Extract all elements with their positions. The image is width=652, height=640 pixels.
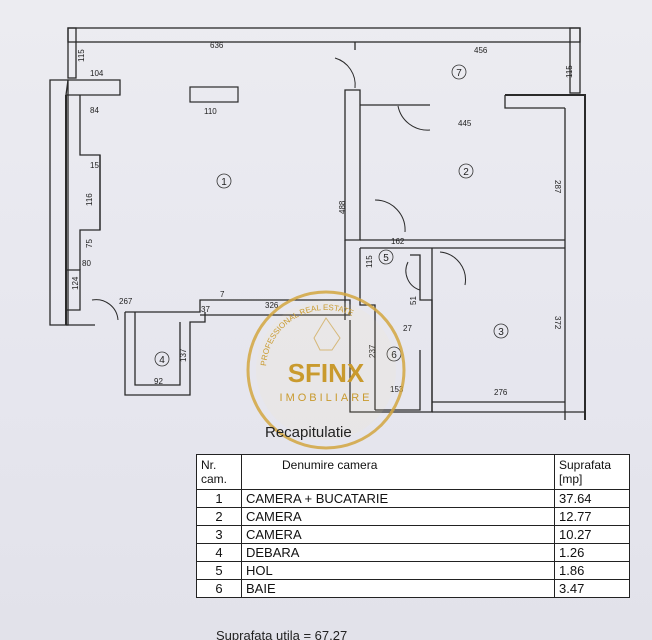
dim-label: 75 (85, 239, 94, 248)
header-nr: Nr. cam. (196, 454, 242, 490)
sphinx-icon (313, 317, 341, 351)
table-row: 4 DEBARA 1.26 (196, 543, 630, 562)
dim-label: 84 (90, 106, 99, 115)
balcony-right-post (569, 27, 581, 94)
table-row: 1 CAMERA + BUCATARIE 37.64 (196, 489, 630, 508)
logo-name: SFINX (288, 358, 365, 388)
dim-label: 115 (365, 255, 374, 268)
cell-area: 3.47 (554, 579, 630, 598)
dim-label: 104 (90, 69, 104, 78)
door-arc-room-3 (439, 251, 466, 286)
cell-nr: 2 (196, 507, 242, 526)
wall-top-left (65, 79, 121, 96)
dim-label: 27 (403, 324, 412, 333)
balcony-railing (67, 27, 581, 43)
dim-label: 372 (553, 316, 562, 330)
door-arc-balcony (334, 57, 356, 89)
table-row: 3 CAMERA 10.27 (196, 525, 630, 544)
dim-label: 116 (85, 193, 94, 206)
table-row: 5 HOL 1.86 (196, 561, 630, 580)
dim-label: 276 (494, 388, 508, 397)
room-number-1: 1 (221, 177, 227, 188)
cell-name: CAMERA (241, 507, 555, 526)
logo-subtitle: IMOBILIARE (280, 392, 373, 404)
dim-label: 7 (220, 290, 225, 299)
cell-name: CAMERA (241, 525, 555, 544)
dim-label: 80 (82, 259, 91, 268)
logo-ring (246, 290, 406, 450)
recap-table: Nr. cam. Denumire camera Suprafata [mp] … (196, 454, 630, 598)
dim-label: 51 (409, 296, 418, 305)
header-name: Denumire camera (241, 454, 555, 490)
wall-center (344, 89, 361, 241)
room-number-2: 2 (463, 167, 469, 178)
dim-label: 110 (204, 107, 217, 116)
dim-label: 237 (368, 344, 377, 358)
room-number-6: 6 (391, 350, 397, 361)
dim-label: 488 (338, 200, 347, 214)
room-number-5: 5 (383, 253, 389, 264)
room-number-3: 3 (498, 327, 504, 338)
table-header-row: Nr. cam. Denumire camera Suprafata [mp] (196, 454, 630, 490)
dim-label: 287 (553, 180, 562, 194)
dim-label: 15 (90, 161, 99, 170)
cell-nr: 4 (196, 543, 242, 562)
dim-label: 137 (179, 348, 188, 362)
dim-label: 115 (565, 65, 574, 78)
total-area-footer: Suprafata utila = 67.27 (216, 628, 348, 640)
cell-name: CAMERA + BUCATARIE (241, 489, 555, 508)
dim-label: 153 (390, 385, 404, 394)
cell-area: 37.64 (554, 489, 630, 508)
dim-label: 636 (210, 41, 224, 50)
table-row: 2 CAMERA 12.77 (196, 507, 630, 526)
table-row: 6 BAIE 3.47 (196, 579, 630, 598)
room-number-4: 4 (159, 355, 165, 366)
cell-name: DEBARA (241, 543, 555, 562)
header-area: Suprafata [mp] (554, 454, 630, 490)
cell-nr: 6 (196, 579, 242, 598)
dim-label: 445 (458, 119, 472, 128)
cell-nr: 3 (196, 525, 242, 544)
dim-label: 162 (391, 237, 405, 246)
door-arc-room-5 (374, 199, 406, 233)
door-arc-room-6 (405, 261, 421, 291)
sfinx-logo-watermark: PROFESSIONAL REAL ESTATE SFINX IMOBILIAR… (246, 290, 406, 450)
cell-area: 1.26 (554, 543, 630, 562)
cell-area: 12.77 (554, 507, 630, 526)
cell-area: 10.27 (554, 525, 630, 544)
recap-title: Recapitulatie (265, 424, 352, 441)
dim-label: 37 (201, 305, 210, 314)
cell-name: HOL (241, 561, 555, 580)
cell-area: 1.86 (554, 561, 630, 580)
dim-label: 267 (119, 297, 133, 306)
dim-label: 92 (154, 377, 163, 386)
door-arc-room-2 (397, 105, 431, 131)
dim-label: 124 (71, 276, 80, 290)
balcony-left-post (67, 27, 77, 79)
dim-label: 456 (474, 46, 488, 55)
kitchen-counter (189, 86, 239, 103)
cell-name: BAIE (241, 579, 555, 598)
cell-nr: 5 (196, 561, 242, 580)
room-number-7: 7 (456, 68, 462, 79)
cell-nr: 1 (196, 489, 242, 508)
dim-label: 326 (265, 301, 279, 310)
door-arc-room-1 (91, 299, 119, 321)
dim-label: 115 (77, 49, 86, 62)
